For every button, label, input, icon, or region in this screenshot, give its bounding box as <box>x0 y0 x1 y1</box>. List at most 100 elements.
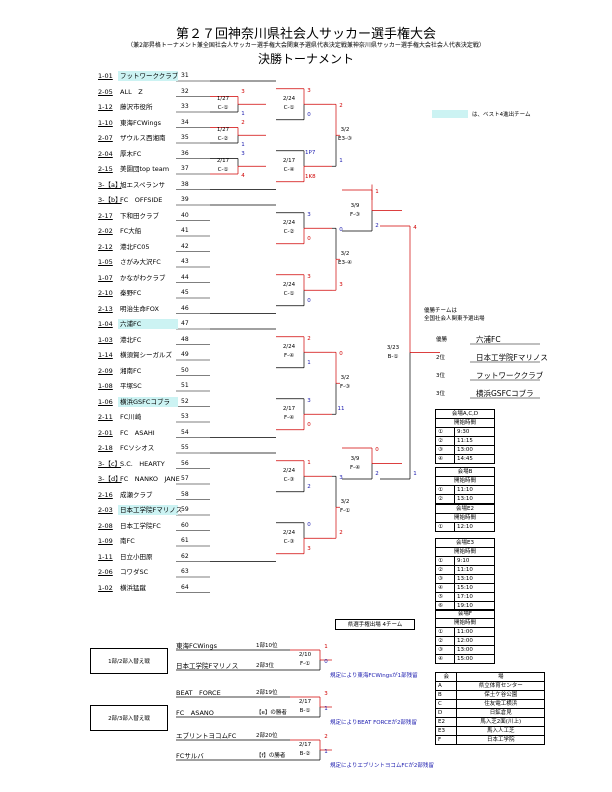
team-name: 成瀬クラブ <box>120 490 153 499</box>
seed-number: 50 <box>181 366 189 374</box>
team-name: 日本工学院Fマリノス <box>118 505 183 515</box>
match-id: C-④ <box>283 167 295 174</box>
replacement-rank: 2部3位 <box>256 663 274 669</box>
page-title: 第２７回神奈川県社会人サッカー選手権大会 <box>175 27 436 42</box>
seed-number: 39 <box>181 196 189 203</box>
match-date: 2/17 <box>298 699 312 705</box>
team-name: 港北FC <box>120 335 142 344</box>
match-id: F-④ <box>283 353 295 360</box>
seed-number: 61 <box>181 537 189 544</box>
replacement-note: 規定によりBEAT FORCEが2部残留 <box>330 720 417 726</box>
match-score: 4 <box>241 173 245 179</box>
team-code: 1-03 <box>98 335 113 344</box>
seed-number: 52 <box>181 397 189 405</box>
replacement-team: エブリントヨコムFC <box>176 732 237 740</box>
replacement-note: 規定により東海FCWingsが1部残留 <box>330 673 418 679</box>
replacement-team: FCサルバ <box>176 752 204 760</box>
match-date: 1/27 <box>216 127 230 134</box>
team-row: 2-09 湘南FC <box>98 366 178 376</box>
bracket-heading: 決勝トーナメント <box>257 52 354 66</box>
team-name: 湘南FC <box>120 366 142 375</box>
schedule-cell: ④ <box>434 654 456 664</box>
seed-number: 33 <box>181 103 189 110</box>
replacement-rank: 【f】の勝者 <box>256 753 286 759</box>
venue-cell: E2 <box>434 717 458 727</box>
team-code: 1-12 <box>98 103 113 111</box>
match-date: 3/23 <box>386 344 400 351</box>
seed-number: 31 <box>181 72 189 79</box>
team-code: 2-08 <box>98 521 113 530</box>
match-score: 3 <box>241 150 245 157</box>
team-name: さがみ大沢FC <box>120 258 161 266</box>
team-code: 2-09 <box>98 366 113 375</box>
replacement-label: 1部/2部入替え戦 <box>90 648 168 674</box>
match-score: 2 <box>339 103 343 110</box>
team-code: 2-11 <box>98 413 113 421</box>
team-code: 2-04 <box>98 149 113 158</box>
seed-number: 43 <box>181 258 189 265</box>
legend-swatch <box>432 110 468 118</box>
venue-cell: E3 <box>434 726 458 736</box>
match-score: 1 <box>324 644 328 650</box>
team-name: S.C. HEARTY <box>120 459 165 468</box>
seed-number: 48 <box>181 335 189 343</box>
match-score: 1P7 <box>305 149 316 156</box>
team-row: 1-03 港北FC <box>98 335 178 345</box>
schedule-cell: 12:00 <box>454 636 495 646</box>
venue-cell: F <box>434 735 458 745</box>
match-date: 3/9 <box>350 455 360 462</box>
schedule-cell: 11:15 <box>454 436 495 446</box>
match-id: E3-④ <box>338 260 352 267</box>
venue-cell: B <box>434 690 458 700</box>
team-code: 1-08 <box>98 382 113 390</box>
result-place: 優勝 <box>436 337 448 343</box>
team-name: 秦野FC <box>120 289 142 297</box>
replacement-rank: 【e】の勝者 <box>256 710 287 716</box>
team-code: 3-【c】 <box>98 459 122 468</box>
seed-number: 49 <box>181 351 189 358</box>
team-row: 2-10 秦野FC <box>98 288 178 298</box>
match-id: B-① <box>387 353 399 360</box>
match-date: 2/24 <box>282 468 296 475</box>
result-team: 日本工学院Fマリノス <box>476 353 548 362</box>
team-code: 2-05 <box>98 87 113 96</box>
match-id: F-③ <box>339 384 351 391</box>
match-score: 1 <box>307 359 311 366</box>
match-score: 3 <box>307 211 311 218</box>
team-code: 2-10 <box>98 289 113 297</box>
team-name: 旭エスペランサ <box>120 180 166 189</box>
match-date: 2/17 <box>216 158 230 165</box>
schedule-cell: 17:10 <box>454 592 495 602</box>
replacement-rank: 2部19位 <box>256 690 278 696</box>
match-score: 2 <box>339 530 343 537</box>
team-name: フットワーククラブ <box>118 71 179 81</box>
replacement-team: 日本工学院Fマリノス <box>176 662 239 670</box>
schedule-cell: 13:10 <box>454 494 495 504</box>
match-date: 2/24 <box>282 530 296 537</box>
replacement-rank: 1部10位 <box>256 643 278 649</box>
team-code: 1-06 <box>98 397 113 406</box>
team-row: 3-【b】FC OFFSIDE <box>98 195 178 205</box>
team-code: 3-【d】 <box>98 475 122 483</box>
venue-cell: 保土ケ谷公園 <box>456 690 545 700</box>
match-score: 2 <box>375 471 379 477</box>
team-name: かながわクラブ <box>120 273 166 282</box>
team-name: コワダSC <box>120 568 149 576</box>
schedule-header: 開始時間 <box>435 547 495 557</box>
seed-number: 36 <box>181 149 189 157</box>
team-row: 3-【d】FC NANKO JANE <box>98 474 180 484</box>
venue-header: 会 <box>434 672 458 682</box>
match-score: 11 <box>337 406 345 413</box>
team-code: 1-10 <box>98 118 113 127</box>
results-header: 優勝チームは 全国社会人関東予選出場 <box>424 308 485 322</box>
schedule-cell: 11:10 <box>454 565 495 575</box>
